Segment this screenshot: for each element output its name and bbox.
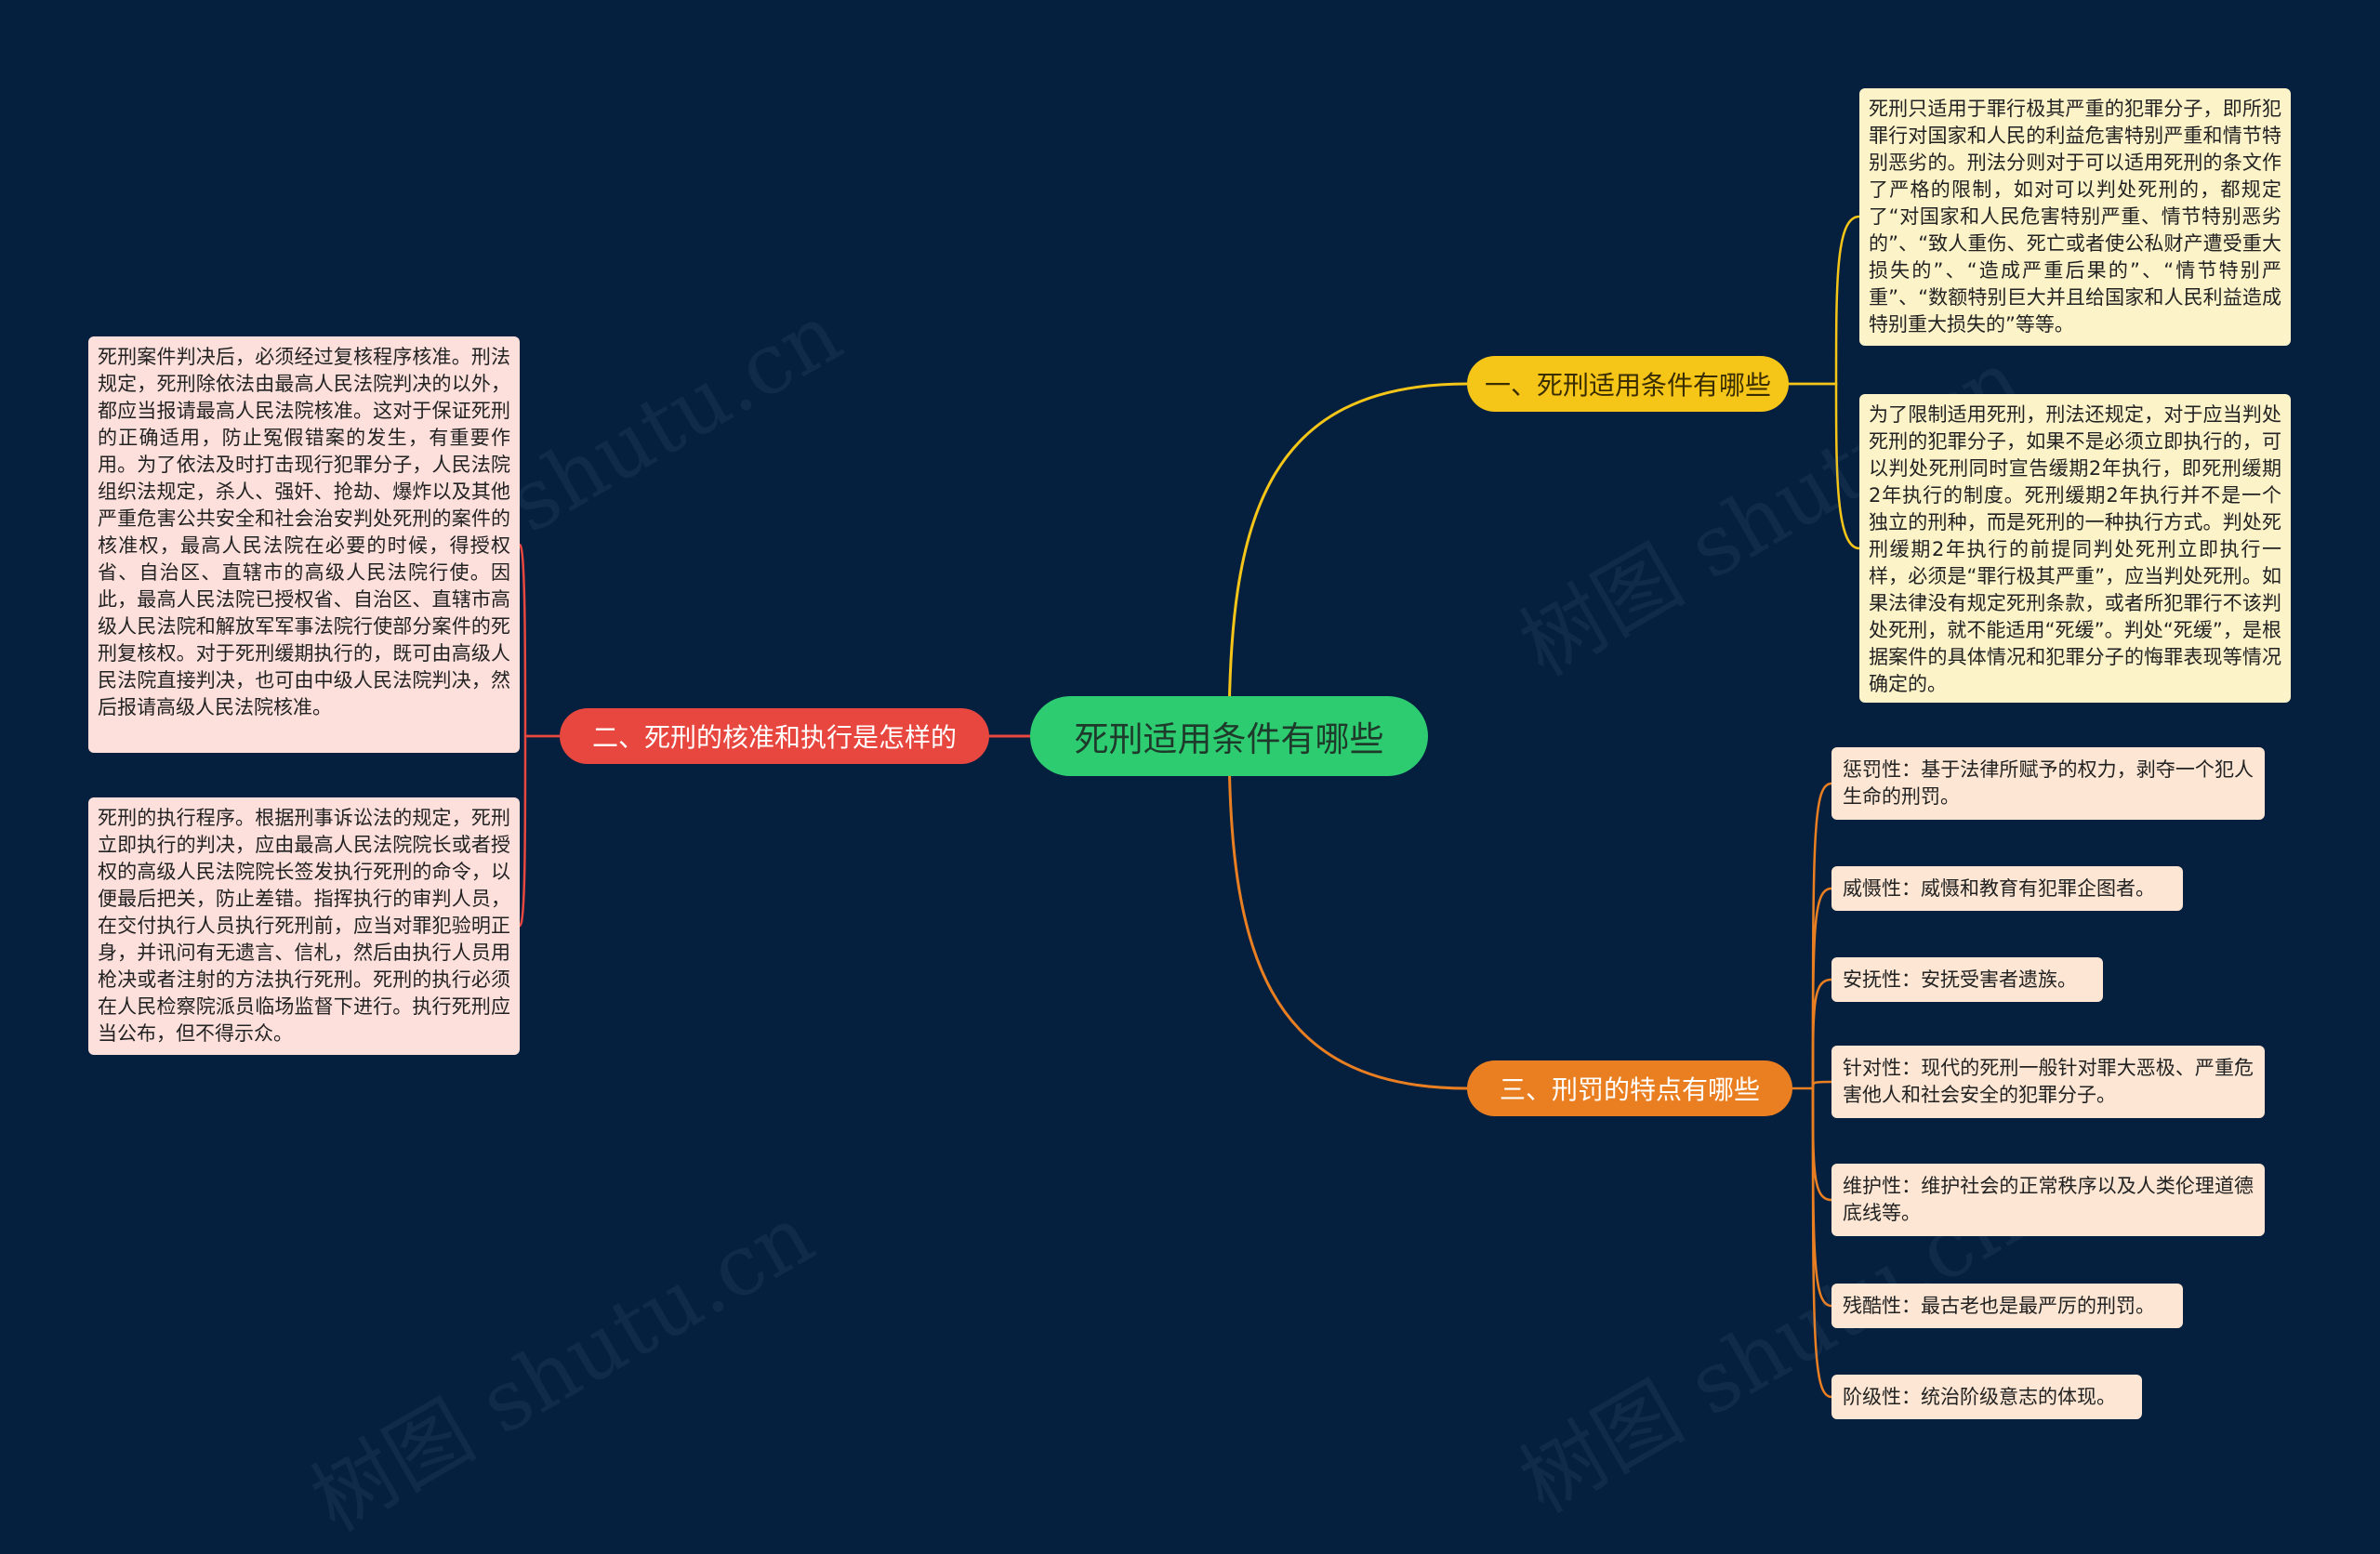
leaf-card[interactable]: 安抚性：安抚受害者遗族。 <box>1831 957 2103 1002</box>
leaf-card[interactable]: 维护性：维护社会的正常秩序以及人类伦理道德底线等。 <box>1831 1164 2265 1236</box>
connector-branch-3-leaf-7 <box>1811 1087 1832 1399</box>
connector-root-branch-3 <box>1227 735 1468 1090</box>
leaf-card[interactable]: 死刑的执行程序。根据刑事诉讼法的规定，死刑立即执行的判决，应由最高人民法院院长或… <box>88 797 520 1055</box>
connector-branch-3-leaf-4 <box>1811 1080 1832 1089</box>
connector-branch-3-leaf-5 <box>1811 1087 1832 1202</box>
leaf-card[interactable]: 针对性：现代的死刑一般针对罪大恶极、严重危害他人和社会安全的犯罪分子。 <box>1831 1046 2265 1118</box>
leaf-card[interactable]: 为了限制适用死刑，刑法还规定，对于应当判处死刑的犯罪分子，如果不是必须立即执行的… <box>1859 394 2291 703</box>
root-topic[interactable]: 死刑适用条件有哪些 <box>1030 696 1428 776</box>
leaf-card[interactable]: 阶级性：统治阶级意志的体现。 <box>1831 1375 2142 1419</box>
connector-branch-1-leaf-2 <box>1789 382 1860 550</box>
connector-branch-3-leaf-3 <box>1811 978 1832 1089</box>
connector-branch-1-leaf-1 <box>1789 215 1860 386</box>
connector-branch-3-leaf-2 <box>1811 887 1832 1089</box>
branch-topic-1[interactable]: 一、死刑适用条件有哪些 <box>1467 356 1789 412</box>
leaf-card[interactable]: 死刑案件判决后，必须经过复核程序核准。刑法规定，死刑除依法由最高人民法院判决的以… <box>88 336 520 753</box>
connector-branch-2-leaf-1 <box>518 543 560 738</box>
leaf-card[interactable]: 死刑只适用于罪行极其严重的犯罪分子，即所犯罪行对国家和人民的利益危害特别严重和情… <box>1859 88 2291 346</box>
leaf-card[interactable]: 威慑性：威慑和教育有犯罪企图者。 <box>1831 866 2183 911</box>
branch-topic-2[interactable]: 二、死刑的核准和执行是怎样的 <box>560 708 989 764</box>
connector-branch-2-leaf-2 <box>518 734 560 928</box>
connector-lines <box>518 215 1860 1399</box>
leaf-card[interactable]: 惩罚性：基于法律所赋予的权力，剥夺一个犯人生命的刑罚。 <box>1831 747 2265 820</box>
leaf-card[interactable]: 残酷性：最古老也是最严厉的刑罚。 <box>1831 1284 2183 1328</box>
branch-topic-3[interactable]: 三、刑罚的特点有哪些 <box>1467 1060 1792 1116</box>
connector-root-branch-1 <box>1227 382 1468 737</box>
